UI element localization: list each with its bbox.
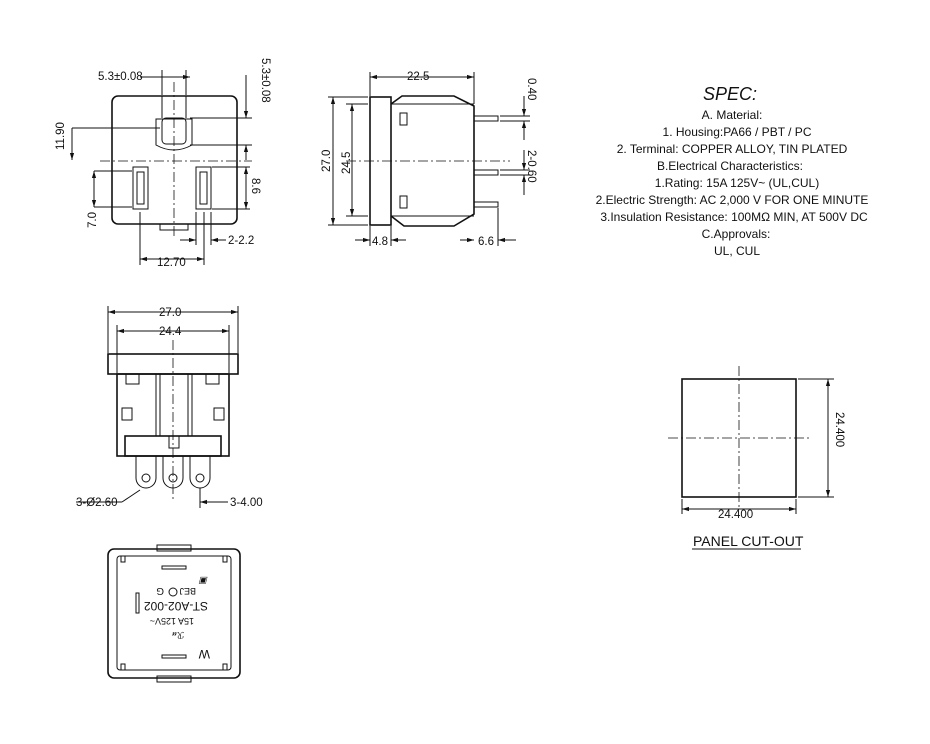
spec-line-9: UL, CUL: [714, 244, 760, 258]
dim-8-6: 8.6: [249, 178, 261, 194]
spec-line-6: 2.Electric Strength: AC 2,000 V FOR ONE …: [596, 193, 869, 207]
top-pin-right: [189, 456, 211, 489]
spec-line-2: 1. Housing:PA66 / PBT / PC: [663, 125, 812, 139]
dim-5-3-side: 5.3±0.08: [259, 58, 271, 103]
dim-27-0-side: 27.0: [321, 150, 333, 172]
dim-22-5: 22.5: [407, 71, 429, 83]
side-view: 22.5 27.0 24.5 0.40 2-0.60 4.8 6.6: [321, 71, 537, 248]
dim-11-90: 11.90: [55, 122, 67, 150]
dim-12-70: 12.70: [157, 257, 186, 269]
top-view: 27.0 24.4 3-Ø2.60 3-4.00: [76, 306, 263, 509]
spec-line-4: B.Electrical Characteristics:: [657, 159, 803, 173]
top-pin-mid: [162, 456, 184, 489]
cutout-width: 24.400: [718, 509, 753, 521]
dim-0-40: 0.40: [525, 78, 537, 100]
bottom-outline: [107, 548, 241, 679]
side-pin-top: [473, 115, 499, 122]
label-ul: ℛ𝓊: [172, 630, 184, 640]
dim-2-2-2: 2-2.2: [228, 235, 254, 247]
dim-7-0: 7.0: [87, 212, 99, 228]
panel-cutout-view: 24.400 24.400 PANEL CUT-OUT: [668, 366, 845, 550]
dim-6-6: 6.6: [478, 236, 494, 248]
spec-line-5: 1.Rating: 15A 125V~ (UL,CUL): [655, 176, 819, 190]
left-blade-slot: [132, 166, 149, 210]
dim-pin-diameter: 3-Ø2.60: [76, 497, 118, 509]
label-code: ST-A02-002: [144, 599, 208, 613]
dim-pin-pitch: 3-4.00: [230, 497, 263, 509]
spec-line-8: C.Approvals:: [702, 227, 771, 241]
label-rating: 15A 125V~: [150, 616, 194, 626]
bottom-view: W ℛ𝓊 15A 125V~ ST-A02-002 BEJ G ▣: [107, 544, 241, 683]
dim-4-8: 4.8: [372, 236, 388, 248]
dim-27-0-top: 27.0: [159, 307, 181, 319]
bottom-label: W ℛ𝓊 15A 125V~ ST-A02-002 BEJ G ▣: [144, 576, 210, 661]
label-logo: ▣: [198, 576, 208, 586]
right-blade-slot: [195, 166, 212, 210]
cutout-height: 24.400: [833, 412, 845, 447]
spec-line-7: 3.Insulation Resistance: 100MΩ MIN, AT 5…: [600, 210, 868, 224]
side-body: [390, 95, 475, 227]
spec-line-1: A. Material:: [702, 108, 763, 122]
dim-5-3-top: 5.3±0.08: [98, 71, 143, 83]
front-view: 5.3±0.08 5.3±0.08 11.90 7.0 8.6 12.70 2-…: [55, 58, 271, 269]
spec-block: SPEC: A. Material: 1. Housing:PA66 / PBT…: [596, 84, 869, 258]
side-pin-mid: [473, 169, 499, 176]
side-pin-bottom: [473, 201, 499, 208]
spec-title: SPEC:: [703, 84, 757, 104]
cutout-title: PANEL CUT-OUT: [693, 533, 804, 549]
dim-24-4-top: 24.4: [159, 326, 182, 338]
label-circle-mark: [168, 587, 178, 597]
label-mark: W: [198, 647, 210, 661]
spec-line-3: 2. Terminal: COPPER ALLOY, TIN PLATED: [617, 142, 848, 156]
front-body-outline: [111, 95, 238, 225]
dim-2-0-60: 2-0.60: [525, 150, 537, 183]
dim-24-5: 24.5: [341, 152, 353, 174]
label-g: G: [156, 585, 164, 596]
label-brand: BEJ: [179, 586, 196, 596]
top-pin-left: [135, 456, 157, 489]
